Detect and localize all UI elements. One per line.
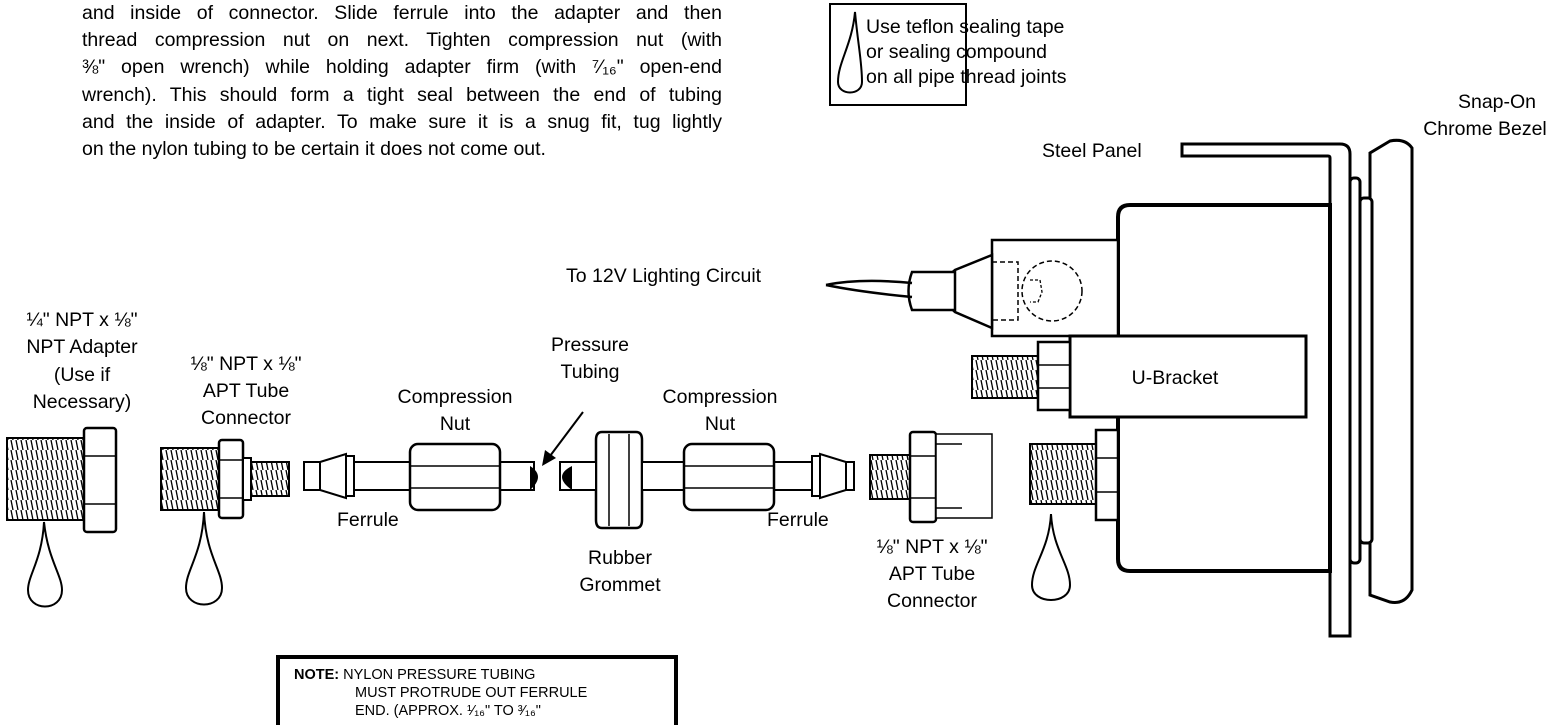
sealant-drop-icon [836,11,864,94]
rubber-grommet [594,430,644,530]
compression-nut-right-label: Compression [663,386,778,408]
npt-adapter-label: NPT Adapter [26,336,138,358]
apt-connector-right-label: APT Tube [889,563,975,585]
apt-tube-connector-left [160,438,290,606]
note-box [276,655,678,725]
u-bracket [971,334,1308,419]
instruction-line: ⅜" open wrench) while holding adapter fi… [82,56,722,79]
note-line: NYLON PRESSURE TUBING [343,667,536,683]
instruction-line: on the nylon tubing to be certain it doe… [82,138,546,161]
sealing-tape-box [829,3,967,106]
sealing-tape-note: Use teflon sealing tape or sealing compo… [866,15,1067,90]
npt-adapter-label: Necessary) [33,391,132,413]
compression-nut-left-label: Compression [398,386,513,408]
ferrule-left-label: Ferrule [337,509,399,531]
steel-panel-label: Steel Panel [1042,140,1142,162]
apt-connector-right-label: ⅛" NPT x ⅛" [876,536,987,558]
note: NOTE: NYLON PRESSURE TUBING MUST PROTRUD… [294,666,587,720]
light-socket [825,238,1120,338]
u-bracket-label: U-Bracket [1132,367,1219,389]
instruction-line: and inside of connector. Slide ferrule i… [82,2,722,24]
tubing-assembly-left [303,442,538,512]
apt-connector-left-label: Connector [201,407,291,429]
installation-instructions: and inside of connector. Slide ferrule i… [82,0,722,163]
compression-nut-left-label: Nut [440,413,471,435]
instruction-line: wrench). This should form a tight seal b… [82,83,722,106]
apt-connector-right-label: Connector [887,590,977,612]
tape-note-line: or sealing compound [866,41,1048,63]
apt-connector-left-label: ⅛" NPT x ⅛" [190,353,301,375]
tubing-assembly-right [559,442,855,512]
steel-panel [1180,142,1352,638]
note-line: END. (APPROX. ¹⁄₁₆" TO ³⁄₁₆" [355,703,541,719]
npt-adapter [6,426,118,608]
bezel-label: Chrome Bezel [1423,118,1547,140]
lighting-circuit-label: To 12V Lighting Circuit [566,265,762,287]
rubber-grommet-label: Rubber [588,547,652,569]
pressure-tubing-label: Tubing [561,361,620,383]
npt-adapter-label: ¼" NPT x ⅛" [26,309,137,331]
instruction-line: and the inside of adapter. To make sure … [82,110,722,133]
bezel-label: Snap-On [1458,91,1536,113]
npt-adapter-label: (Use if [54,364,111,386]
tape-note-line: Use teflon sealing tape [866,16,1065,38]
apt-connector-left-label: APT Tube [203,380,289,402]
compression-nut-right-label: Nut [705,413,736,435]
apt-tube-connector-right [869,430,993,524]
pressure-tubing-label: Pressure [551,334,629,356]
rubber-grommet-label: Grommet [579,574,661,596]
note-prefix: NOTE: [294,667,340,683]
instruction-line: thread compression nut on next. Tighten … [82,29,722,52]
tape-note-line: on all pipe thread joints [866,66,1067,88]
chrome-bezel [1348,138,1414,604]
note-line: MUST PROTRUDE OUT FERRULE [355,685,588,701]
ferrule-right-label: Ferrule [767,509,829,531]
gauge-inlet-fitting [1029,428,1120,601]
pressure-tubing-arrow [542,411,584,466]
